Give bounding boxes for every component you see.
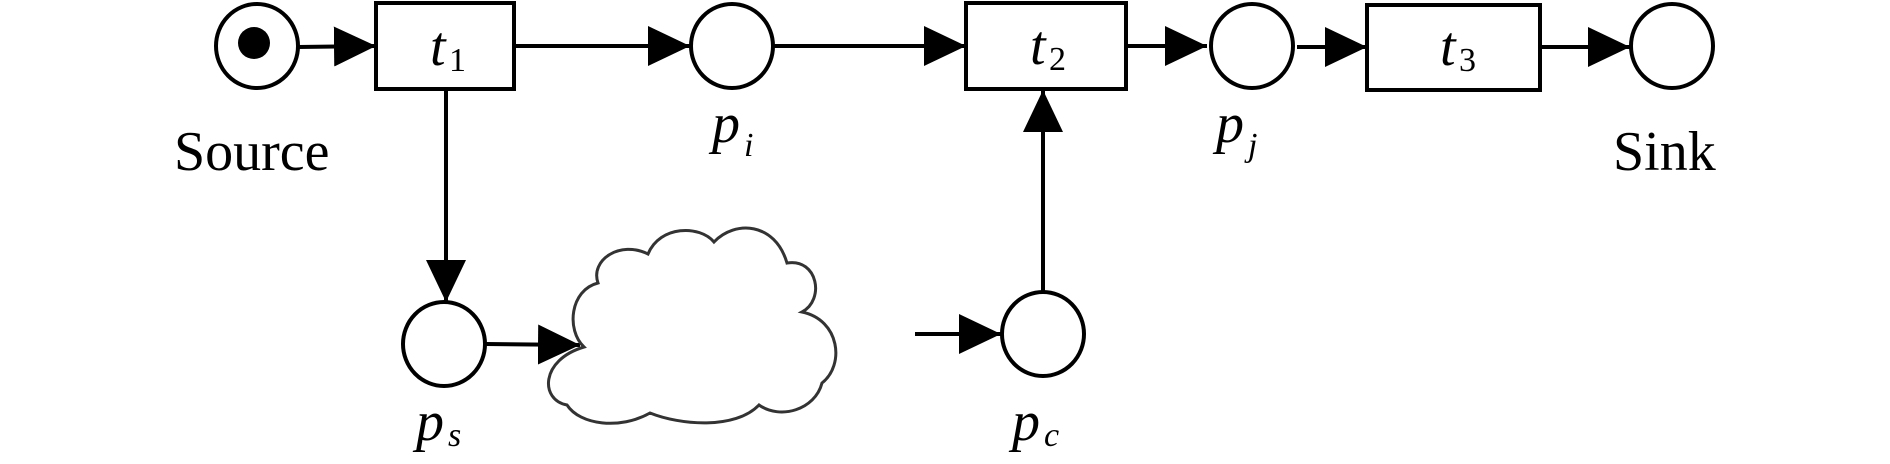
place-label-pc: p c — [1008, 391, 1059, 454]
arc-ps-cloud — [485, 324, 581, 365]
place-label-pj: p j — [1212, 93, 1257, 164]
transition-label-t1: t 1 — [430, 16, 466, 79]
cloud-subnet[interactable] — [547, 226, 838, 425]
t1-main: t — [430, 16, 447, 78]
arc-source-t1 — [297, 26, 377, 67]
place-label-pi: p i — [708, 93, 753, 164]
pc-main: p — [1008, 391, 1040, 453]
place-label-sink: Sink — [1613, 121, 1716, 183]
t2-main: t — [1030, 15, 1047, 77]
pc-sub: c — [1044, 417, 1059, 454]
t1-sub: 1 — [449, 42, 466, 79]
t3-main: t — [1440, 16, 1457, 78]
pi-sub: i — [744, 127, 753, 164]
transition-t1[interactable] — [374, 1, 516, 91]
ps-main: p — [412, 391, 444, 453]
place-sink[interactable] — [1629, 2, 1715, 90]
transition-t3[interactable] — [1365, 3, 1542, 92]
transition-label-t2: t 2 — [1030, 15, 1066, 78]
place-pj[interactable] — [1209, 2, 1295, 90]
pj-main: p — [1212, 93, 1244, 155]
t3-sub: 3 — [1459, 42, 1476, 79]
ps-sub: s — [448, 417, 461, 454]
place-label-source: Source — [174, 121, 330, 183]
t2-sub: 2 — [1049, 41, 1066, 78]
transition-t2[interactable] — [964, 1, 1128, 91]
pi-main: p — [708, 93, 740, 155]
transition-label-t3: t 3 — [1440, 16, 1476, 79]
place-pc[interactable] — [1000, 290, 1086, 378]
pj-sub: j — [1244, 127, 1257, 164]
place-pi[interactable] — [689, 2, 775, 90]
place-label-ps: p s — [412, 391, 461, 454]
token-icon — [238, 27, 270, 59]
place-ps[interactable] — [401, 300, 487, 388]
